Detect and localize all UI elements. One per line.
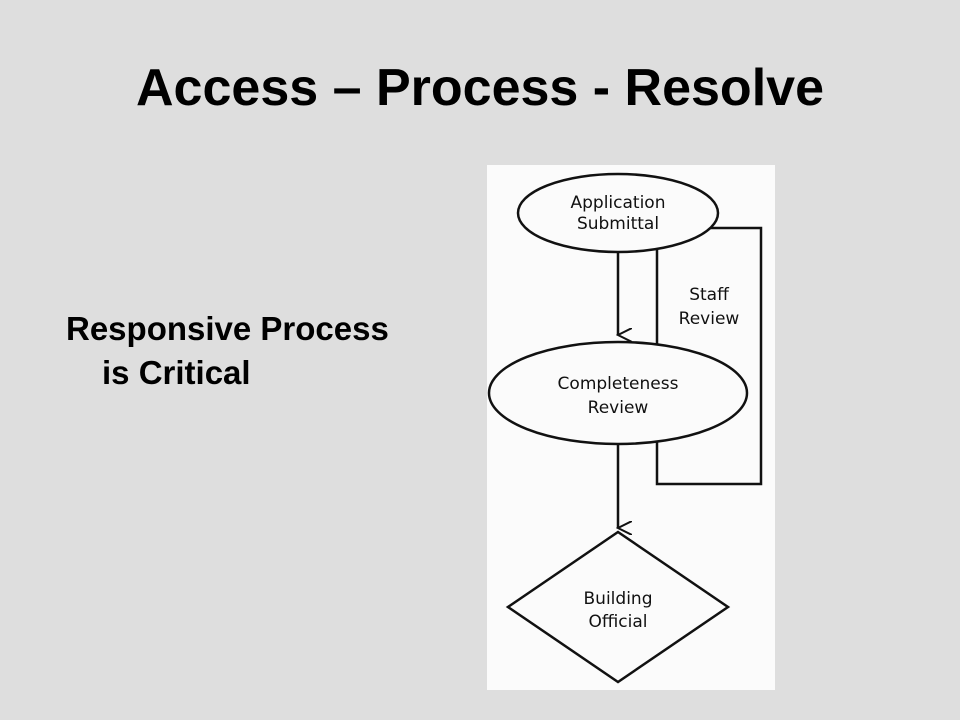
completeness-review-label-line-2: Review [588,398,649,418]
building-official-label-line-2: Official [588,612,647,632]
application-submittal-label-line-1: Application [571,193,666,213]
flowchart-diagram: Application Submittal Staff Review Compl… [487,165,775,690]
staff-review-loop-line [655,226,763,486]
flowchart-svg: Application Submittal Staff Review Compl… [487,165,775,690]
building-official-label-line-1: Building [584,589,653,609]
completeness-review-label-line-1: Completeness [558,374,679,394]
application-submittal-label-line-2: Submittal [577,214,659,234]
staff-review-label-line-1: Staff [689,285,730,305]
application-submittal-node [516,172,720,254]
building-official-node [505,530,731,684]
body-text: Responsive Process is Critical [66,307,496,395]
slide-title: Access – Process - Resolve [136,59,824,117]
staff-review-label-line-2: Review [679,309,740,329]
body-text-line-2: is Critical [102,354,251,391]
completeness-review-node [487,340,749,446]
body-text-line-1: Responsive Process [66,310,389,347]
